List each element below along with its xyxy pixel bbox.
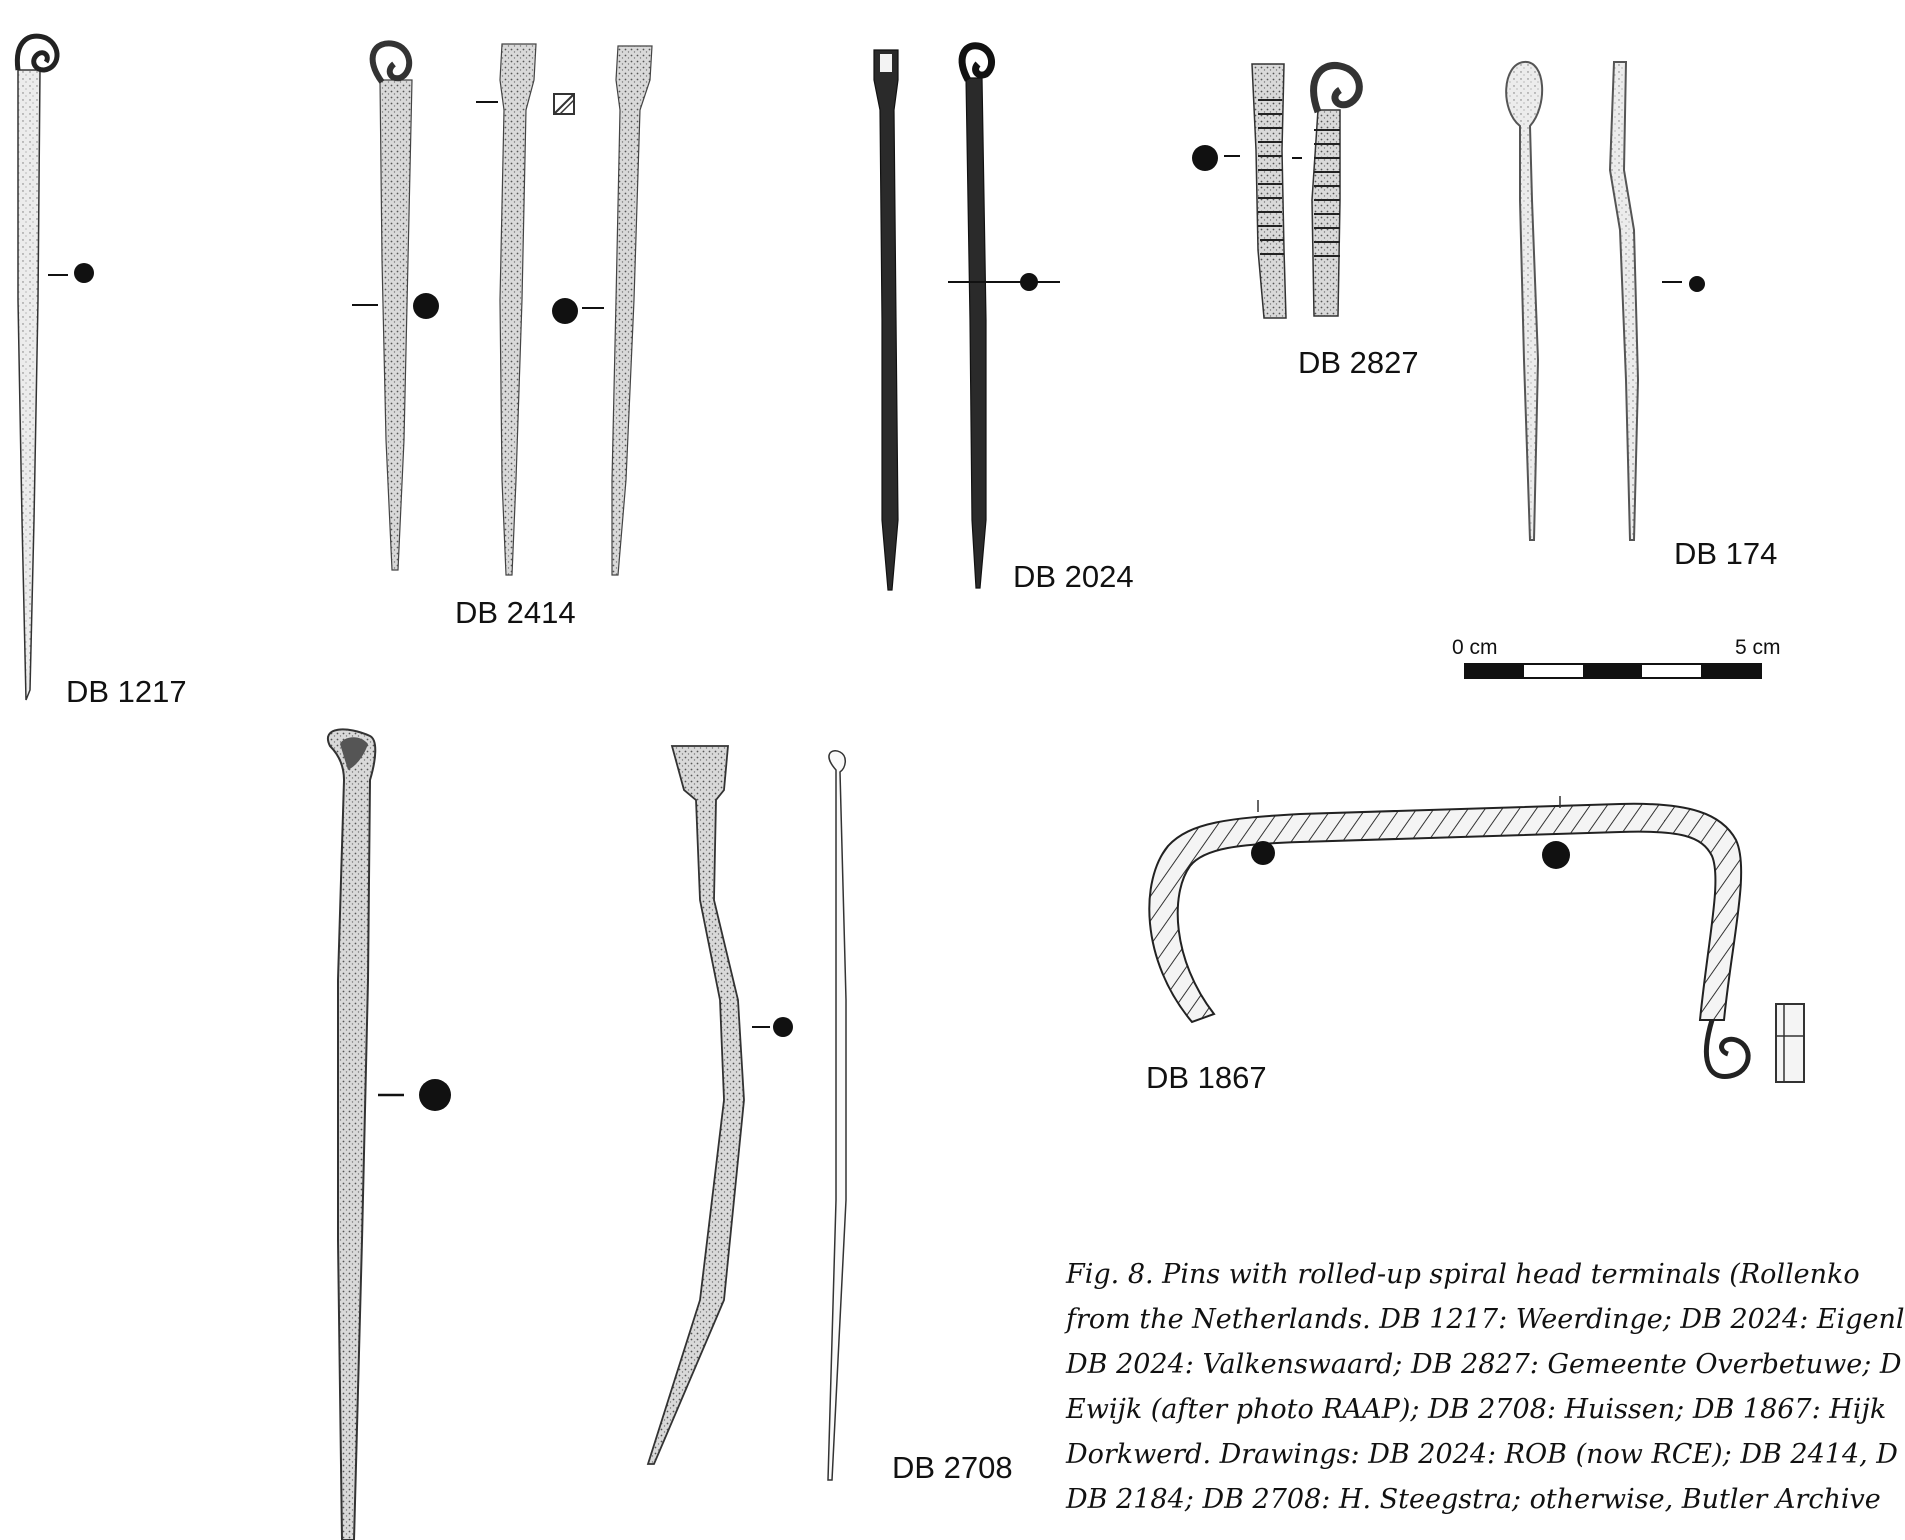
- label-db2708: DB 2708: [892, 1450, 1013, 1485]
- section-dot: [1542, 841, 1570, 869]
- pin-large-drawing: [327, 728, 451, 1540]
- label-db174: DB 174: [1674, 536, 1778, 571]
- pin-db2024-drawing-a: [873, 49, 899, 591]
- caption-line: Dorkwerd. Drawings: DB 2024: ROB (now RC…: [1066, 1439, 1898, 1470]
- pin-db2414-drawing-c: [552, 45, 653, 576]
- pin-db174-drawing: [1505, 60, 1705, 541]
- pin-db1217-drawing: [14, 33, 94, 701]
- label-db1217: DB 1217: [66, 674, 187, 709]
- pin-db2827-drawing: [1192, 61, 1363, 319]
- pin-db2414-drawing-b: [476, 43, 575, 576]
- caption-line: DB 2184; DB 2708: H. Steegstra; otherwis…: [1066, 1484, 1881, 1515]
- scale-end-label: 5 cm: [1735, 636, 1781, 659]
- section-dot: [1020, 273, 1038, 291]
- section-dot: [552, 298, 578, 324]
- caption-line: DB 2024: Valkenswaard; DB 2827: Gemeente…: [1066, 1349, 1902, 1380]
- pin-db1867-drawing: [1148, 796, 1805, 1083]
- scale-start-label: 0 cm: [1452, 636, 1498, 659]
- pin-db2708-drawing-a: [646, 745, 793, 1465]
- label-db2827: DB 2827: [1298, 345, 1419, 380]
- section-dot: [1689, 276, 1705, 292]
- section-dot: [773, 1017, 793, 1037]
- caption-line: Ewijk (after photo RAAP); DB 2708: Huiss…: [1066, 1394, 1887, 1425]
- section-dot: [413, 293, 439, 319]
- section-dot: [74, 263, 94, 283]
- pin-db2024-drawing-b: [948, 42, 1060, 589]
- label-db2414: DB 2414: [455, 595, 576, 630]
- section-dot: [1192, 145, 1218, 171]
- caption-line: Fig. 8. Pins with rolled-up spiral head …: [1066, 1259, 1860, 1290]
- scale-bar: [1464, 663, 1762, 679]
- caption-line: from the Netherlands. DB 1217: Weerdinge…: [1066, 1304, 1905, 1335]
- pin-drawings-figure: [14, 33, 1805, 1540]
- pin-db2414-drawing-a: [352, 40, 439, 571]
- pin-db2708-drawing-b: [827, 750, 847, 1481]
- label-db1867: DB 1867: [1146, 1060, 1267, 1095]
- figure-caption: Fig. 8. Pins with rolled-up spiral head …: [1066, 1252, 1905, 1540]
- section-dot: [419, 1079, 451, 1111]
- label-db2024: DB 2024: [1013, 559, 1134, 594]
- section-dot: [1251, 841, 1275, 865]
